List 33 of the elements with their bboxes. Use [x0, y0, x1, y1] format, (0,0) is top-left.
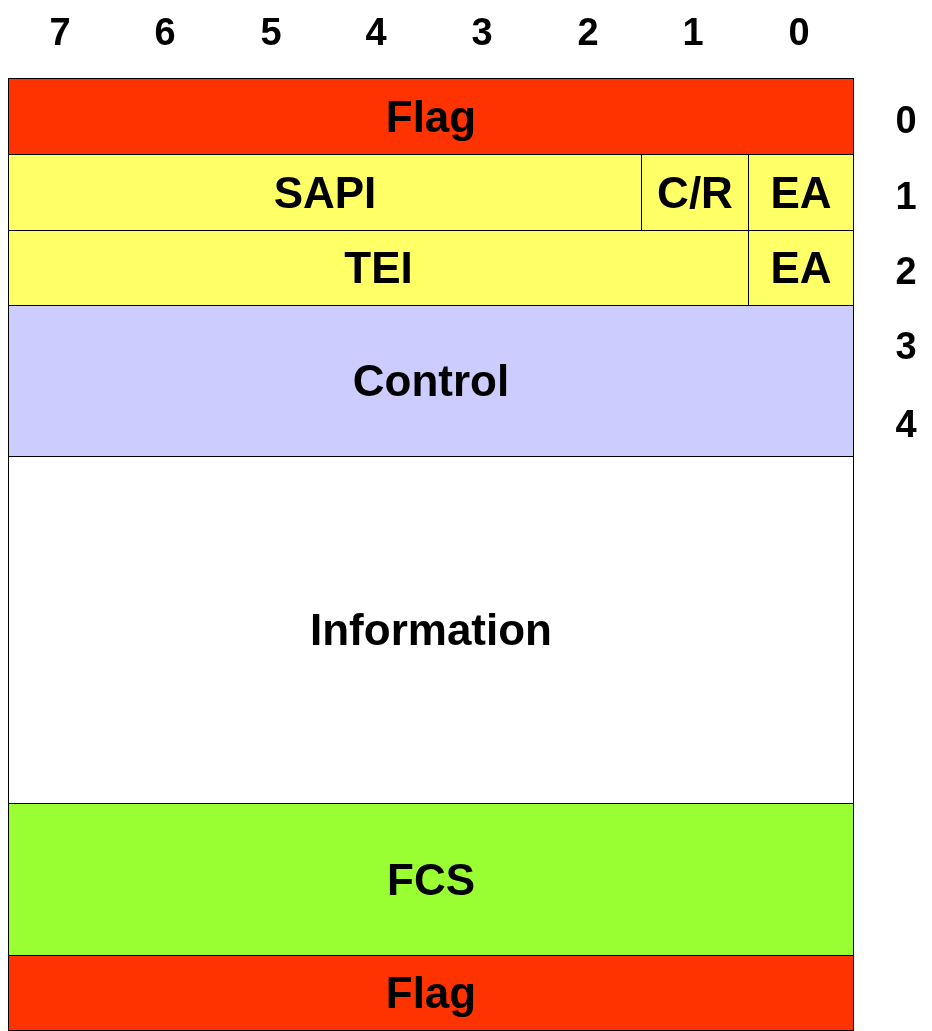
field-box	[8, 78, 854, 155]
field-name: Control	[352, 359, 510, 403]
field-box	[8, 230, 749, 306]
field-box	[748, 154, 854, 231]
bit-number: 1	[682, 13, 704, 51]
field-name: Flag	[385, 971, 477, 1015]
bit-number: 0	[788, 13, 810, 51]
field-box	[8, 154, 642, 231]
field-box	[8, 305, 854, 457]
bit-number: 5	[260, 13, 282, 51]
octet-number: 2	[895, 252, 917, 290]
field-name: EA	[770, 170, 832, 215]
field-name: EA	[770, 246, 832, 290]
field-box	[8, 803, 854, 956]
field-name: Flag	[385, 94, 477, 139]
field-name: Information	[310, 608, 552, 652]
field-name: TEI	[344, 246, 413, 290]
bit-number: 4	[365, 13, 387, 51]
bit-number: 6	[154, 13, 176, 51]
octet-number: 1	[895, 177, 917, 215]
octet-number: 4	[895, 405, 917, 443]
field-name: FCS	[387, 857, 475, 902]
octet-number: 0	[895, 101, 917, 139]
field-box	[641, 154, 749, 231]
field-name: SAPI	[273, 170, 377, 215]
bit-number: 7	[49, 13, 71, 51]
field-box	[8, 955, 854, 1031]
field-box	[748, 230, 854, 306]
octet-number: 3	[895, 327, 917, 365]
field-box	[8, 456, 854, 804]
bit-number: 2	[577, 13, 599, 51]
field-name: C/R	[657, 170, 733, 215]
bit-number: 3	[471, 13, 493, 51]
